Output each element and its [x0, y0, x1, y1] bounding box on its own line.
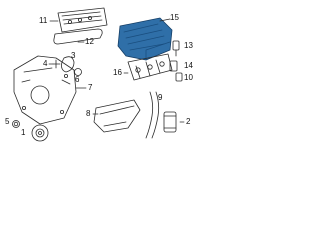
callout-6: 6 [75, 75, 80, 84]
dipstick-part [145, 91, 160, 139]
bolt-part [52, 59, 61, 69]
oil-pan-part [93, 99, 141, 133]
callout-1: 1 [21, 128, 26, 137]
callout-10: 10 [184, 73, 193, 82]
callout-8: 8 [86, 109, 91, 118]
plug-part [169, 60, 178, 72]
callout-16: 16 [113, 68, 122, 77]
callout-3: 3 [71, 51, 76, 60]
exhaust-manifold-part [127, 53, 173, 81]
callout-13: 13 [184, 41, 193, 50]
callout-14: 14 [184, 61, 193, 70]
sensor-part [172, 40, 180, 57]
damper-pulley-part [31, 124, 49, 142]
callout-2: 2 [186, 117, 191, 126]
intake-manifold-part [117, 17, 173, 61]
o-ring-part [74, 68, 82, 76]
callout-4: 4 [43, 59, 48, 68]
callout-15: 15 [170, 13, 179, 22]
leader-15 [159, 18, 171, 22]
callout-12: 12 [85, 37, 94, 46]
callout-7: 7 [88, 83, 93, 92]
front-seal-part [12, 120, 20, 128]
valve-cover-part [57, 7, 108, 33]
oil-filter-part [163, 111, 177, 133]
callout-9: 9 [158, 93, 163, 102]
seal-part [61, 56, 75, 73]
exploded-parts-diagram [12, 7, 185, 142]
timing-cover-part [13, 55, 77, 125]
callout-11: 11 [39, 16, 48, 25]
small-sensor-part [175, 72, 183, 82]
callout-5: 5 [5, 117, 10, 126]
gasket-part [53, 28, 103, 45]
